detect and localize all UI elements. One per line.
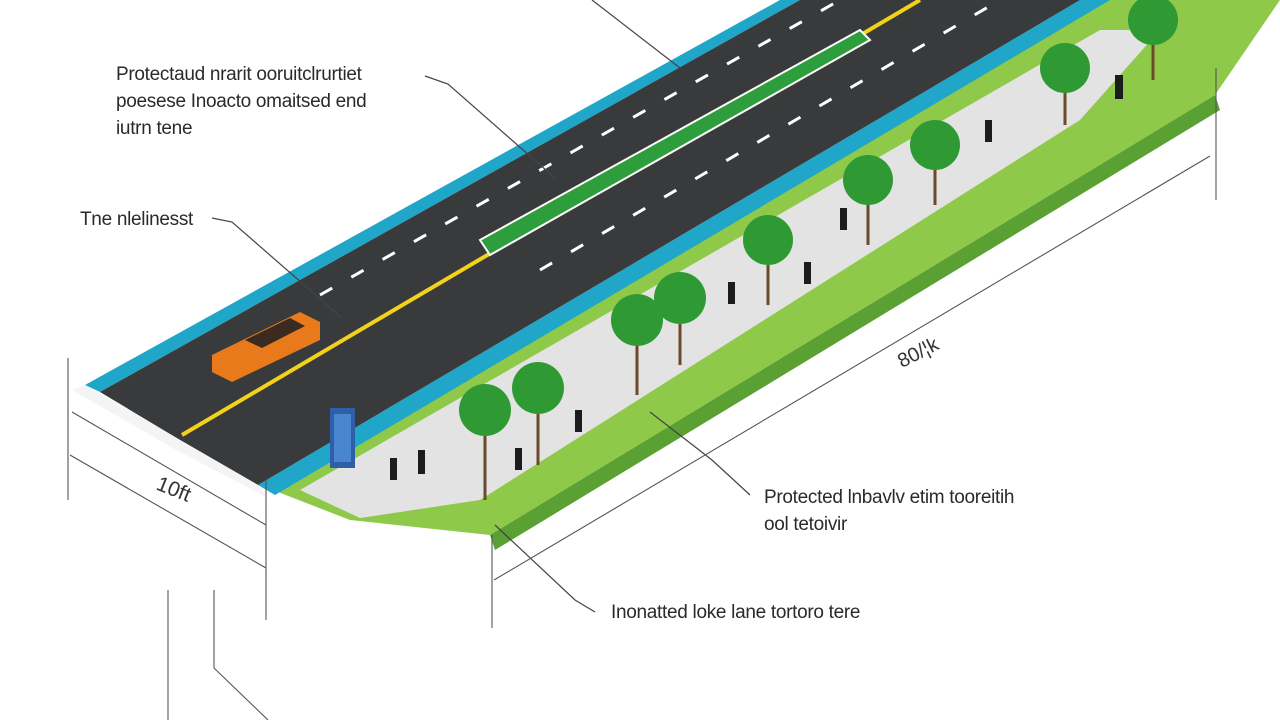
lane-line-1 (319, 0, 841, 297)
car-icon (212, 312, 320, 382)
tree-icon (512, 362, 564, 414)
callout-lane-lines: Tne nlelinesst (80, 206, 193, 233)
callout-line: Protectaud nrarit ooruitclrurtiet (116, 64, 362, 85)
callout-bike-lane: Inonatted loke lane tortoro tere (611, 599, 860, 626)
tree-icon (843, 155, 893, 205)
buffer-side-face (490, 95, 1220, 550)
callout-protected-buffer: Protected lnbavlv etim tooreitih ool tet… (764, 484, 1015, 538)
tree-icon (743, 215, 793, 265)
leader-lines (211, 0, 751, 613)
callout-line: iutrn tene (116, 118, 193, 139)
callout-line: Inonatted loke lane tortoro tere (611, 602, 861, 623)
median-planter (478, 28, 872, 257)
tree-row (459, 0, 1178, 436)
callout-line: Tne nlelinesst (80, 209, 194, 230)
callout-protected-median: Protectaud nrarit ooruitclrurtiet poeses… (116, 61, 367, 142)
dimension-lines (67, 68, 1217, 720)
callout-line: ool tetoivir (764, 514, 847, 535)
tree-icon (1128, 0, 1178, 45)
callout-line: Protected lnbavlv etim tooreitih (764, 487, 1015, 508)
curb-strip (72, 385, 268, 498)
tree-icon (611, 294, 663, 346)
tree-icon (910, 120, 960, 170)
tree-icon (459, 384, 511, 436)
road-asphalt (100, 0, 1080, 485)
callout-line: poesese Inoacto omaitsed end (116, 91, 367, 112)
tree-icon (1040, 43, 1090, 93)
lane-line-2 (539, 0, 1001, 272)
transit-sign-icon (330, 408, 355, 468)
bike-lane-left-edge (85, 0, 800, 392)
tree-icon (654, 272, 706, 324)
pedestrians (390, 75, 1123, 480)
bike-lane-right-edge (258, 0, 1110, 495)
tree-trunks (483, 45, 1155, 500)
